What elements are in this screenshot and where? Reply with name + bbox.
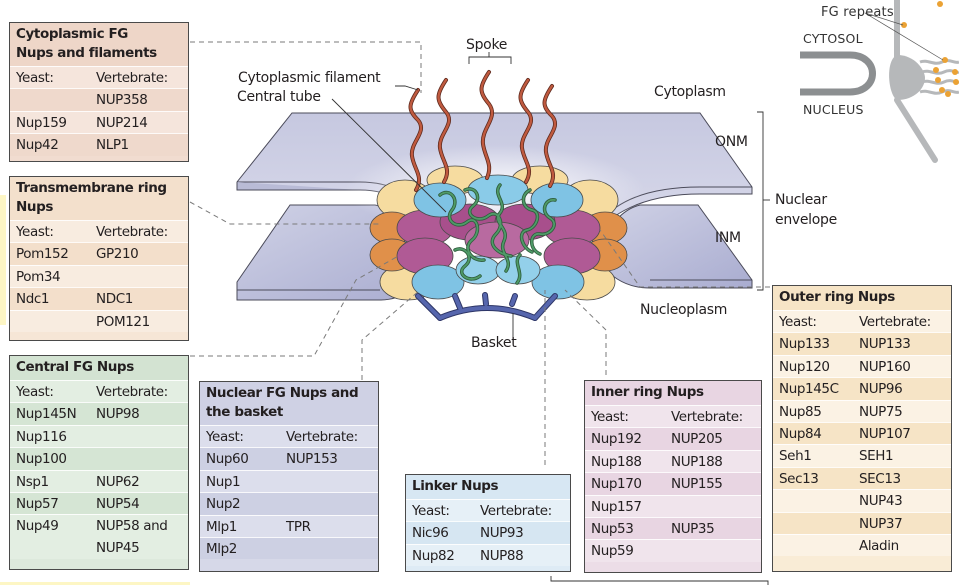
header-row: Yeast:Vertebrate:	[10, 66, 188, 89]
nucleoplasm-label: Nucleoplasm	[640, 302, 728, 318]
table-row: Nup2	[200, 492, 378, 515]
table-row: Mlp2	[200, 536, 378, 560]
panel-title: Nuclear FG Nups and the basket	[200, 382, 378, 425]
central-tube-label: Central tube	[237, 89, 321, 105]
table-row: NUP37	[773, 511, 951, 534]
nuclear-envelope-label-2: envelope	[775, 212, 837, 228]
table-row: NUP43	[773, 489, 951, 512]
inner-ring-nups-panel: Inner ring Nups Yeast:Vertebrate: Nup192…	[584, 380, 762, 573]
inm-label: INM	[715, 230, 741, 246]
table-row: Pom34	[10, 264, 188, 288]
nuclear-envelope-label-1: Nuclear	[775, 192, 827, 208]
cytoplasmic-fg-nups-panel: Cytoplasmic FG Nups and filaments Yeast:…	[9, 22, 189, 162]
header-row: Yeast:Vertebrate:	[585, 405, 761, 428]
table-row: NUP358	[10, 88, 188, 111]
bracket-lines	[550, 576, 769, 585]
cytosol-label: CYTOSOL	[803, 31, 863, 46]
nup-ring	[369, 165, 628, 301]
header-row: Yeast:Vertebrate:	[10, 380, 188, 403]
header-row: Yeast:Vertebrate:	[406, 499, 570, 522]
header-row: Yeast:Vertebrate:	[10, 220, 188, 243]
spoke-label: Spoke	[466, 37, 508, 53]
panel-title: Cytoplasmic FG Nups and filaments	[10, 23, 188, 66]
nucleus-label: NUCLEUS	[803, 102, 864, 117]
header-row: Yeast:Vertebrate:	[773, 310, 951, 333]
header-row: Yeast:Vertebrate:	[200, 425, 378, 448]
highlight-strip	[0, 195, 6, 325]
table-row: Nup116	[10, 424, 188, 448]
leader-lines	[331, 52, 770, 344]
transmembrane-ring-nups-panel: Transmembrane ring Nups Yeast:Vertebrate…	[9, 176, 189, 341]
table-row: NUP45	[10, 536, 188, 560]
nuclear-fg-nups-panel: Nuclear FG Nups and the basket Yeast:Ver…	[199, 381, 379, 572]
outer-ring-nups-panel: Outer ring Nups Yeast:Vertebrate: Nup133…	[772, 285, 952, 572]
panel-title: Linker Nups	[406, 475, 570, 499]
table-row: Nup59	[585, 539, 761, 562]
table-row: Nup100	[10, 447, 188, 470]
cytoplasmic-filament-label: Cytoplasmic filament	[238, 70, 381, 86]
central-fg-nups-panel: Central FG Nups Yeast:Vertebrate: Nup145…	[9, 355, 189, 570]
panel-title: Inner ring Nups	[585, 381, 761, 405]
central-fg-strands-highlight	[439, 184, 556, 284]
inset-pore-schematic	[800, 0, 959, 163]
table-row: POM121	[10, 309, 188, 332]
basket-label: Basket	[471, 335, 517, 351]
table-row: Aladin	[773, 533, 951, 557]
dashed-connectors	[189, 41, 770, 465]
highlight-strip-bottom	[0, 582, 190, 585]
fg-repeats-label: FG repeats	[821, 5, 894, 20]
cytoplasmic-filaments-fill	[409, 70, 557, 192]
panel-title: Central FG Nups	[10, 356, 188, 380]
cytoplasm-label: Cytoplasm	[654, 84, 726, 100]
panel-title: Transmembrane ring Nups	[10, 177, 188, 220]
panel-title: Outer ring Nups	[773, 286, 951, 310]
table-row: Nup157	[585, 494, 761, 517]
table-row: Nup1	[200, 469, 378, 493]
onm-label: ONM	[715, 134, 748, 150]
